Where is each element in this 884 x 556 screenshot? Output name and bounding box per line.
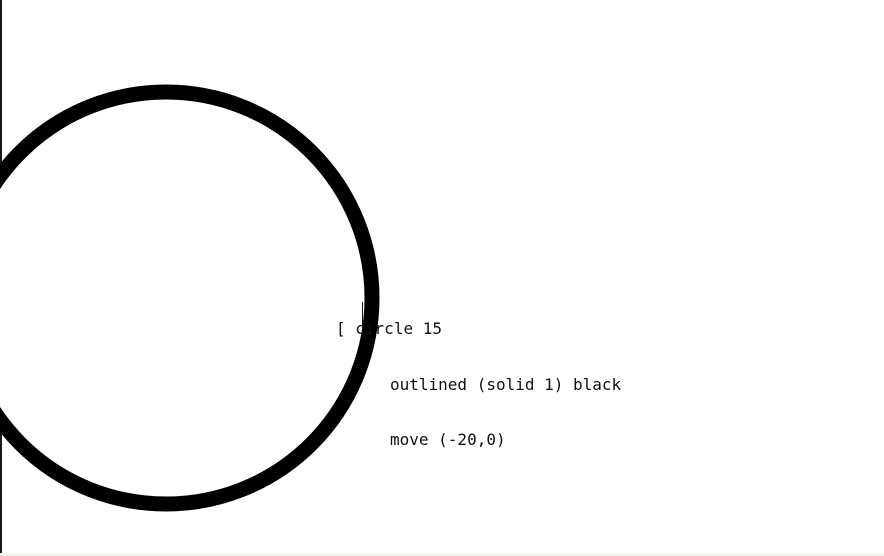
- code-line-3: move (-20,0): [390, 430, 506, 449]
- code-line-2: outlined (solid 1) black: [390, 374, 622, 394]
- open-bracket: [: [336, 319, 346, 338]
- outlined-circle: [0, 84, 380, 512]
- circle-expression: circle 15: [355, 319, 442, 338]
- code-editor[interactable]: [ circle 15 outlined (solid 1) black mov…: [336, 283, 621, 487]
- text-cursor: [362, 302, 363, 338]
- bottom-border: [0, 553, 884, 556]
- code-line-1: [ circle 15: [336, 319, 621, 339]
